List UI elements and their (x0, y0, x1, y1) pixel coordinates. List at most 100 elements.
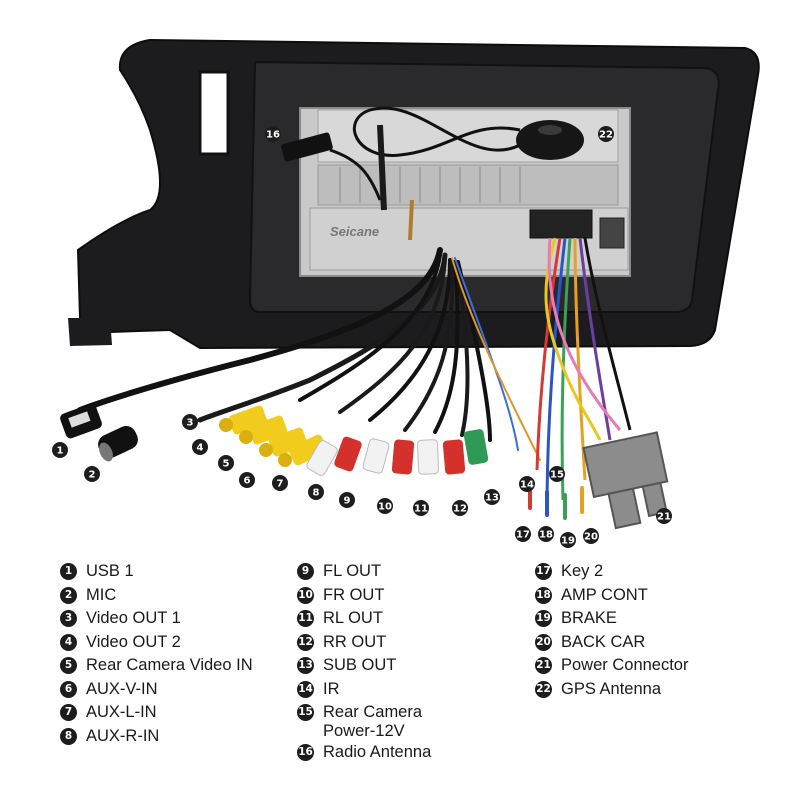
legend-number-badge: 12 (297, 633, 314, 651)
wiring-diagram: Seicane (52, 38, 760, 548)
callout-number-12: 12 (453, 504, 467, 515)
legend-number-badge: 16 (297, 744, 314, 761)
callout-circle-8 (308, 484, 324, 500)
legend-number-badge: 19 (535, 610, 552, 627)
legend-number-badge: 4 (60, 633, 77, 651)
rca-plug-yellow (278, 434, 328, 467)
heatsink-fins (339, 167, 521, 203)
rca-plug-red (442, 439, 466, 475)
callout-number-14: 14 (520, 480, 534, 491)
callout-number-20: 20 (584, 532, 598, 543)
rca-plug-yellow (219, 405, 268, 435)
legend-label: BRAKE (561, 609, 617, 627)
legend-item-11: 11 RL OUT (297, 609, 431, 633)
legend-item-13: 13 SUB OUT (297, 656, 431, 680)
power-connector (582, 431, 669, 530)
legend-label: Radio Antenna (323, 743, 432, 761)
callout-circle-6 (239, 472, 255, 488)
rca-plug-yellow (259, 427, 308, 457)
legend-number-badge: 20 (535, 633, 552, 651)
legend-label: Video OUT 2 (86, 632, 181, 651)
legend-item-9: 9 FL OUT (297, 562, 431, 586)
legend-label: AUX-R-IN (86, 726, 160, 745)
callout-circle-15 (549, 466, 565, 482)
legend-label: MIC (86, 585, 117, 604)
chassis-heatsink (317, 164, 619, 206)
rca-plug-red (334, 436, 362, 472)
legend-number-badge: 5 (60, 657, 77, 674)
callout-circle-19 (560, 532, 576, 548)
callout-circle-18 (538, 526, 554, 542)
legend-label: RL OUT (323, 609, 383, 627)
callout-number-10: 10 (378, 502, 392, 513)
callout-number-8: 8 (313, 488, 320, 499)
legend-number-badge: 13 (297, 657, 314, 674)
antenna-whip (377, 124, 387, 211)
legend-number-badge: 11 (297, 610, 314, 627)
legend-number-badge: 6 (60, 680, 77, 698)
callout-number-16: 16 (266, 130, 280, 141)
callout-number-22: 22 (599, 130, 613, 141)
callout-number-18: 18 (539, 530, 553, 541)
legend-item-18: 18 AMP CONT (535, 586, 688, 610)
legend-label: FR OUT (323, 585, 385, 604)
callout-number-9: 9 (344, 496, 351, 507)
callout-circle-3 (182, 414, 198, 430)
wire-tips (528, 483, 584, 520)
callout-number-21: 21 (657, 512, 671, 523)
legend-number-badge: 18 (535, 586, 552, 604)
rca-plug-white (362, 438, 390, 474)
legend-item-19: 19 BRAKE (535, 609, 688, 633)
rca-plug-yellow (239, 415, 288, 445)
legend-label: Rear Camera Video IN (86, 656, 253, 674)
legend-item-4: 4 Video OUT 2 (60, 633, 253, 657)
callout-circle-22 (598, 126, 614, 142)
legend-label: AMP CONT (561, 585, 648, 604)
callout-circle-16 (265, 126, 281, 142)
legend-number-badge: 10 (297, 586, 314, 604)
legend-label: SUB OUT (323, 656, 397, 674)
rca-plugs (219, 405, 489, 476)
gps-antenna (516, 120, 584, 160)
callout-number-17: 17 (516, 530, 530, 541)
legend-label: FL OUT (323, 562, 382, 580)
callout-circle-10 (377, 498, 393, 514)
legend-label: Key 2 (561, 562, 604, 580)
legend-label: IR (323, 679, 340, 698)
callout-number-13: 13 (485, 493, 499, 504)
legend-number-badge: 8 (60, 727, 77, 745)
callout-circle-14 (519, 476, 535, 492)
callout-number-1: 1 (57, 446, 64, 457)
rca-plug-green (463, 429, 489, 465)
legend-number-badge: 15 (297, 704, 314, 721)
legend-number-badge: 9 (297, 563, 314, 580)
legend-item-10: 10 FR OUT (297, 586, 431, 610)
callout-number-11: 11 (414, 504, 428, 515)
rca-plug-red (391, 439, 415, 475)
harness-socket (529, 209, 593, 239)
callout-number-5: 5 (223, 459, 230, 470)
callout-circle-7 (272, 475, 288, 491)
callout-circle-1 (52, 442, 68, 458)
callout-circle-11 (413, 500, 429, 516)
power-harness-wires (535, 237, 632, 501)
frame-slot (198, 70, 230, 156)
legend-label: Video OUT 1 (86, 609, 181, 627)
legend-label: GPS Antenna (561, 679, 661, 698)
callout-circle-9 (339, 492, 355, 508)
rca-plug-white (306, 440, 338, 476)
legend-number-badge: 2 (60, 586, 77, 604)
callout-number-19: 19 (561, 536, 575, 547)
legend-number-badge: 3 (60, 610, 77, 627)
